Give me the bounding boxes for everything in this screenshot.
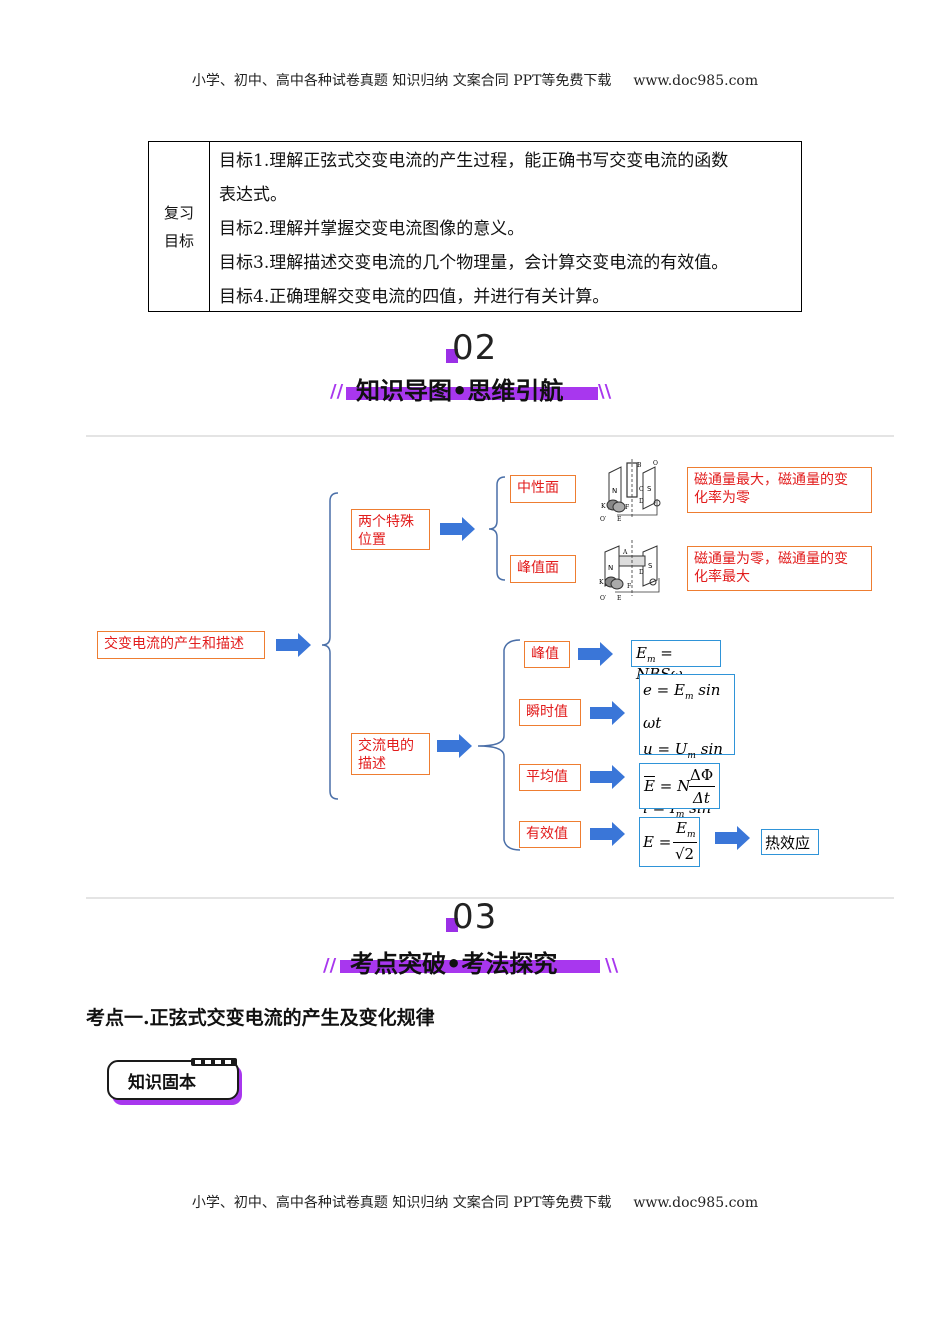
label-F: F: [625, 504, 629, 511]
section-number-accent: [446, 918, 458, 932]
main-bracket: [321, 492, 339, 800]
formula-e: e = Em sin ωt: [643, 681, 721, 732]
label-S: S: [648, 562, 653, 570]
bracket: [488, 476, 506, 581]
arrow: [578, 642, 613, 666]
node-peak-value: 峰值: [524, 641, 570, 668]
section-number-accent: [446, 349, 458, 363]
formula-effective: E = Em √2: [639, 817, 700, 867]
desc-line: 化率为零: [694, 490, 750, 506]
label-Oprime: O′: [600, 595, 607, 602]
formula-average: E = N ΔΦ Δt: [639, 763, 720, 809]
formula-text: = E: [656, 681, 685, 699]
label-F: F: [627, 583, 631, 590]
node-line: 两个特殊: [358, 514, 414, 530]
section-title: 考点突破•考法探究: [350, 950, 558, 978]
topic-heading: 考点一.正弦式交变电流的产生及变化规律: [86, 1007, 435, 1029]
node-line: 描述: [358, 756, 386, 772]
formula-text: = U: [657, 740, 688, 758]
footer-site[interactable]: www.doc985.com: [633, 1195, 759, 1211]
page-footer: 小学、初中、高中各种试卷真题 知识归纳 文案合同 PPT等免费下载 www.doc…: [0, 1192, 950, 1212]
label-N: N: [612, 487, 617, 495]
goals-label: 复习 目标: [149, 142, 210, 311]
label-E: E: [617, 595, 621, 602]
goal-line: 目标3.理解描述交变电流的几个物理量，会计算交变电流的有效值。: [219, 253, 729, 273]
generator-peak-diagram: N S A D K O′ E F: [599, 540, 660, 602]
footer-text: 小学、初中、高中各种试卷真题 知识归纳 文案合同 PPT等免费下载: [191, 1195, 612, 1211]
node-effective-value: 有效值: [519, 821, 581, 848]
desc-line: 磁通量为零，磁通量的变: [694, 551, 848, 567]
section-number: 03: [452, 897, 498, 937]
arrow: [590, 765, 625, 789]
section-title-underline: [340, 960, 600, 973]
label-Oprime: O′: [600, 516, 607, 523]
desc-line: 化率最大: [694, 569, 750, 585]
arrow: [590, 822, 625, 846]
section-title: 知识导图•思维引航: [356, 377, 564, 405]
arrow: [715, 826, 750, 850]
formula-denominator: √2: [675, 845, 695, 863]
mindmap-root: 交变电流的产生和描述: [97, 631, 265, 659]
peak-plane-desc: 磁通量为零，磁通量的变 化率最大: [687, 546, 872, 591]
formula-peak: Em = NBSω: [631, 640, 721, 683]
goals-label-line2: 目标: [163, 231, 194, 250]
node-line: 位置: [358, 532, 386, 548]
desc-line: 磁通量最大，磁通量的变: [694, 472, 848, 488]
arrow: [440, 517, 475, 541]
goal-line: 目标2.理解并掌握交变电流图像的意义。: [219, 219, 525, 239]
arrow: [437, 734, 472, 758]
slash-decoration: //: [323, 955, 337, 976]
slash-decoration: \\: [598, 381, 612, 402]
page-header: 小学、初中、高中各种试卷真题 知识归纳 文案合同 PPT等免费下载 www.doc…: [0, 70, 950, 90]
label-C: C: [639, 486, 644, 493]
section-number: 02: [452, 328, 498, 368]
node-neutral-plane: 中性面: [510, 475, 576, 503]
slash-decoration: \\: [605, 955, 619, 976]
label-A: A: [622, 549, 628, 556]
node-heat-effect: 热效应: [761, 829, 819, 855]
slash-decoration: //: [330, 381, 344, 402]
generator-neutral-diagram: N S B O C O′ K E F D: [600, 459, 661, 523]
goal-line: 表达式。: [219, 185, 287, 205]
divider-line: [86, 897, 894, 899]
header-text: 小学、初中、高中各种试卷真题 知识归纳 文案合同 PPT等免费下载: [191, 73, 612, 89]
label-O: O: [653, 460, 658, 467]
formula-text: = N: [659, 777, 691, 795]
goals-lines: 目标1.理解正弦式交变电流的产生过程，能正确书写交变电流的函数 表达式。 目标2…: [219, 144, 795, 314]
node-two-special-positions: 两个特殊 位置: [351, 509, 430, 550]
label-D: D: [639, 498, 644, 505]
badge-label: 知识固本: [127, 1072, 196, 1093]
formula-text: E =: [643, 833, 672, 851]
node-line: 交流电的: [358, 738, 414, 754]
neutral-plane-desc: 磁通量最大，磁通量的变 化率为零: [687, 467, 872, 513]
arrow: [590, 701, 625, 725]
goal-line: 目标4.正确理解交变电流的四值，并进行有关计算。: [219, 287, 610, 307]
formula-instant: e = Em sin ωt u = Um sin ωt i = Im sin ω…: [639, 674, 735, 850]
node-ac-description: 交流电的 描述: [351, 733, 430, 775]
node-instant-value: 瞬时值: [519, 699, 581, 726]
goal-line: 目标1.理解正弦式交变电流的产生过程，能正确书写交变电流的函数: [219, 151, 729, 171]
formula-numerator: ΔΦ: [690, 766, 714, 784]
label-E: E: [617, 516, 621, 523]
formula-text: sin ωt: [643, 681, 721, 732]
label-D: D: [639, 569, 644, 576]
divider-line: [86, 435, 894, 437]
knowledge-badge: 知识固本: [107, 1058, 242, 1105]
node-average-value: 平均值: [519, 764, 581, 791]
label-N: N: [608, 564, 613, 572]
goals-label-line1: 复习: [163, 203, 194, 222]
review-goals-table: 复习 目标 目标1.理解正弦式交变电流的产生过程，能正确书写交变电流的函数 表达…: [148, 141, 802, 312]
bracket: [477, 639, 521, 851]
header-site[interactable]: www.doc985.com: [633, 73, 759, 89]
formula-denominator: Δt: [693, 789, 710, 807]
node-peak-plane: 峰值面: [510, 555, 576, 583]
section-title-underline: [346, 387, 598, 400]
label-K: K: [601, 503, 606, 510]
label-S: S: [647, 485, 652, 493]
arrow: [276, 633, 311, 657]
label-K: K: [599, 579, 604, 586]
label-B: B: [637, 462, 642, 469]
mindmap-connectors: [276, 476, 750, 851]
